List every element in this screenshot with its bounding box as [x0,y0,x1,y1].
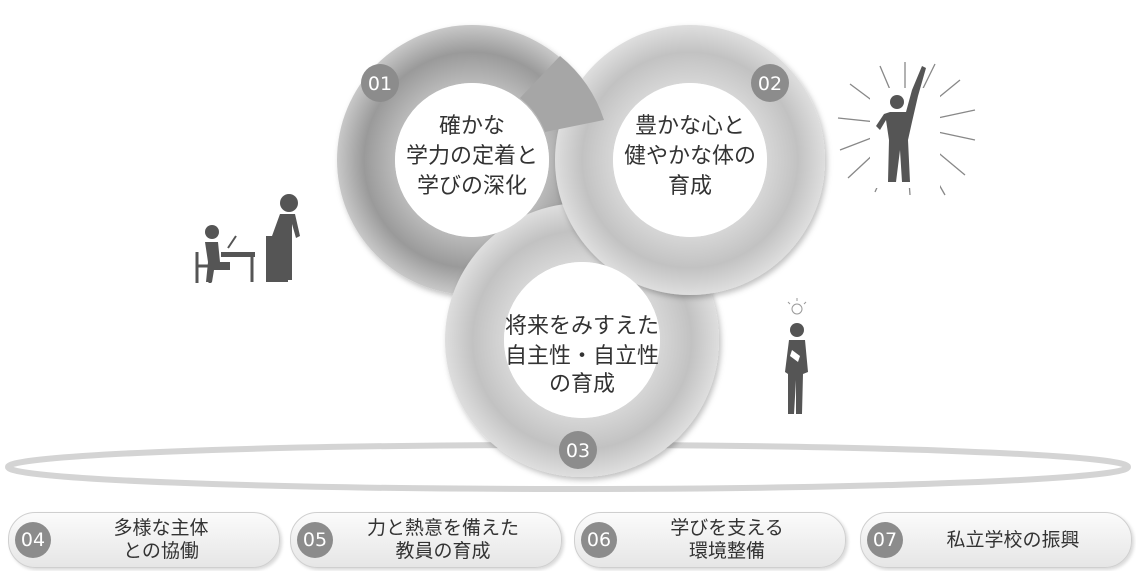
cheering-person-icon [837,62,976,196]
svg-text:健やかな体の: 健やかな体の [624,144,756,169]
thinking-person-icon [785,298,808,414]
ring-01-overlap [520,56,604,132]
pill-06: 06 学びを支える 環境整備 [574,512,846,568]
badge-02: 02 [751,64,789,102]
pill-07-label: 私立学校の振興 [946,528,1080,551]
pill-05-number: 05 [297,522,333,558]
badge-03: 03 [559,431,597,469]
svg-text:自主性・自立性: 自主性・自立性 [505,344,659,369]
pill-04-number: 04 [15,522,51,558]
badge-01: 01 [361,64,399,102]
circle-02-text: 豊かな心と 健やかな体の 育成 [624,114,756,199]
pill-04: 04 多様な主体 との協働 [8,512,280,568]
svg-text:学びの深化: 学びの深化 [417,174,527,199]
pill-06-label: 学びを支える 環境整備 [670,517,784,562]
pill-04-label: 多様な主体 との協働 [113,517,209,562]
svg-text:確かな: 確かな [439,114,505,139]
svg-text:03: 03 [566,440,590,462]
bottom-pill-row: 04 多様な主体 との協働 05 力と熱意を備えた 教員の育成 06 学びを支え… [8,512,1136,571]
circle-03-text: 将来をみすえた 自主性・自立性 の育成 [505,314,659,397]
circle-01-text: 確かな 学力の定着と 学びの深化 [406,114,538,199]
pill-07: 07 私立学校の振興 [860,512,1132,568]
teacher-student-desk-icon [195,194,300,283]
svg-text:育成: 育成 [668,174,712,199]
svg-text:の育成: の育成 [549,372,615,397]
pill-05-label: 力と熱意を備えた 教員の育成 [366,517,519,562]
svg-text:01: 01 [368,73,392,95]
svg-text:将来をみすえた: 将来をみすえた [505,314,659,339]
pill-05: 05 力と熱意を備えた 教員の育成 [290,512,562,568]
pill-07-number: 07 [867,522,903,558]
svg-text:02: 02 [758,73,782,95]
svg-text:豊かな心と: 豊かな心と [635,114,745,139]
svg-text:学力の定着と: 学力の定着と [406,144,538,169]
pill-06-number: 06 [581,522,617,558]
